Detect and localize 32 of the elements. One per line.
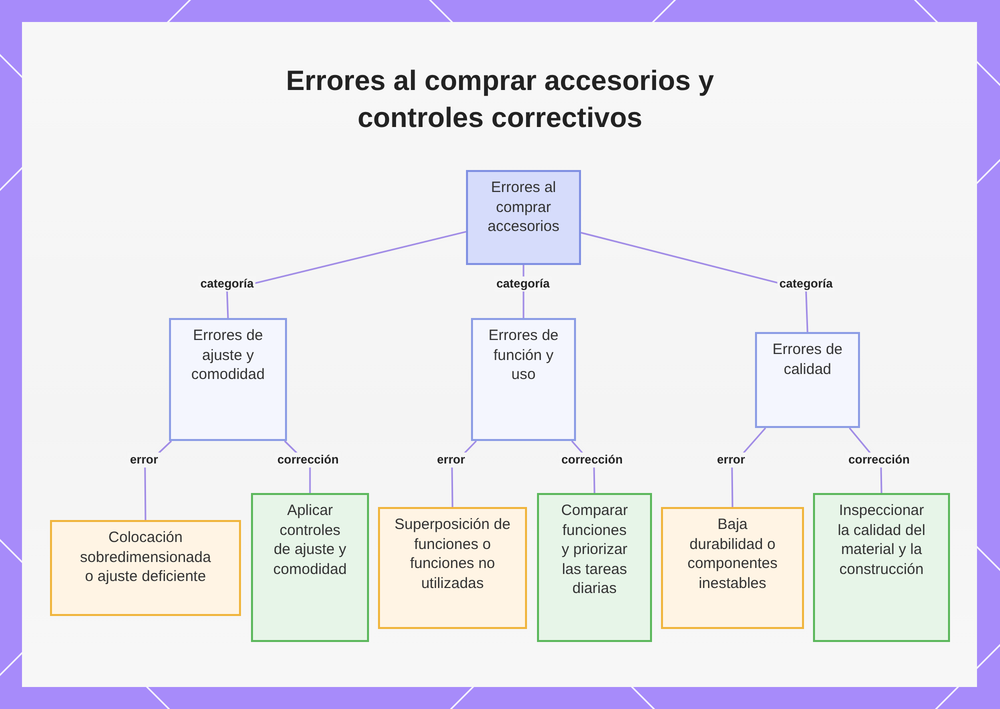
connector-line xyxy=(580,232,808,332)
topic-box xyxy=(466,170,581,265)
category-box xyxy=(755,332,860,428)
node-label: Errores de ajuste y comodidad xyxy=(190,326,266,384)
edge-label: corrección xyxy=(275,452,341,468)
category-box xyxy=(169,318,287,441)
correction-box xyxy=(251,493,369,642)
node-label: Inspeccionar la calidad del material y la construcción xyxy=(836,501,926,579)
correction-box xyxy=(537,493,652,642)
edge-label: error xyxy=(435,452,467,468)
edge-label: categoría xyxy=(777,276,835,292)
edge-label: error xyxy=(128,452,160,468)
node-label: Comparar funciones y priorizar las tareas diarias xyxy=(560,501,629,598)
edge-label: error xyxy=(715,452,747,468)
edge-label: corrección xyxy=(559,452,625,468)
node-label: Superposición de funciones o funciones no utilizadas xyxy=(394,515,512,593)
node-label: Baja durabilidad o componentes inestables xyxy=(686,515,779,593)
edge-label: categoría xyxy=(494,276,552,292)
node-label: Errores de función y uso xyxy=(487,326,560,384)
node-label: Colocación sobredimensionada o ajuste deficiente xyxy=(80,528,211,586)
edge-label: categoría xyxy=(198,276,256,292)
node-label: Errores de calidad xyxy=(771,340,844,379)
error-box xyxy=(378,507,527,629)
edge-label: corrección xyxy=(846,452,912,468)
connector-line xyxy=(226,230,466,318)
error-box xyxy=(661,507,804,629)
node-label: Errores al comprar accesorios xyxy=(486,178,560,236)
category-box xyxy=(471,318,576,441)
diagram-title: Errores al comprar accesorios y controles correctivos xyxy=(284,64,715,135)
correction-box xyxy=(813,493,950,642)
node-label: Aplicar controles de ajuste y comodidad xyxy=(272,501,348,579)
error-box xyxy=(50,520,241,616)
